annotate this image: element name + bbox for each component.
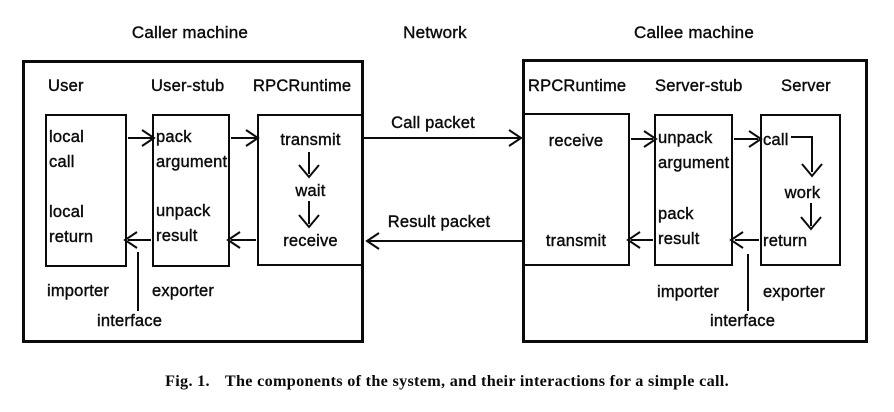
callee-importer-label: importer <box>657 283 720 301</box>
server-stub-box <box>654 114 733 266</box>
arrow-userstub-to-rpccaller <box>231 129 260 147</box>
rpc-caller-transmit-label: transmit <box>280 131 341 149</box>
server-stub-line: result <box>658 230 700 248</box>
user-box-line: call <box>49 153 75 171</box>
user-box <box>45 114 127 267</box>
server-call-label: call <box>763 131 789 149</box>
user-box-line: local <box>49 128 84 146</box>
user-stub-unpack-text: unpack result <box>156 199 211 249</box>
caller-interface-label: interface <box>97 312 163 330</box>
user-stub-line: unpack <box>156 202 211 220</box>
callee-interface-label: interface <box>710 312 776 330</box>
arrow-serverstub-to-rpccallee <box>626 231 653 249</box>
server-return-label: return <box>763 232 808 250</box>
server-stub-line: pack <box>658 205 694 223</box>
call-packet-arrow <box>364 129 523 147</box>
arrow-call-to-work <box>791 136 823 178</box>
arrow-rpccaller-to-userstub <box>226 231 256 249</box>
result-packet-arrow <box>365 232 522 250</box>
user-box-call-text: local call <box>49 125 84 175</box>
rpc-callee-receive-label: receive <box>548 132 604 150</box>
server-stub-line: argument <box>658 154 730 172</box>
callee-exporter-label: exporter <box>763 283 826 301</box>
rpcruntime-caller-box <box>257 114 364 266</box>
arrow-serverstub-to-server <box>734 130 763 148</box>
network-title: Network <box>403 23 467 42</box>
user-stub-line: result <box>156 227 198 245</box>
column-header-server-stub: Server-stub <box>655 77 743 95</box>
result-packet-label: Result packet <box>387 213 491 231</box>
column-header-user: User <box>48 77 84 95</box>
user-stub-line: argument <box>156 153 228 171</box>
caller-importer-label: importer <box>47 282 110 300</box>
arrow-user-to-userstub <box>128 129 156 147</box>
figure-caption-text: The components of the system, and their … <box>224 372 729 390</box>
user-box-line: local <box>49 203 84 221</box>
rpcruntime-callee-box <box>522 113 630 266</box>
arrow-transmit-to-wait <box>298 152 320 179</box>
column-header-server: Server <box>781 77 831 95</box>
caller-exporter-label: exporter <box>152 282 215 300</box>
arrow-server-to-serverstub <box>729 231 759 249</box>
arrow-wait-to-receive <box>298 201 320 229</box>
server-stub-line: unpack <box>658 129 713 147</box>
figure-number: Fig. 1. <box>165 372 210 390</box>
user-box-line: return <box>49 228 94 246</box>
server-work-label: work <box>784 184 821 202</box>
user-stub-pack-text: pack argument <box>156 125 228 175</box>
server-box <box>760 114 841 266</box>
call-packet-label: Call packet <box>391 114 475 132</box>
caller-machine-title: Caller machine <box>131 23 249 42</box>
server-stub-unpack-text: unpack argument <box>658 126 730 176</box>
column-header-rpcruntime-callee: RPCRuntime <box>528 77 627 95</box>
arrow-work-to-return <box>800 203 822 231</box>
callee-machine-title: Callee machine <box>634 23 754 42</box>
arrow-rpccallee-to-serverstub <box>631 130 658 148</box>
figure-caption: Fig. 1. The components of the system, an… <box>0 372 894 391</box>
rpc-callee-transmit-label: transmit <box>545 232 607 250</box>
user-stub-box <box>152 114 230 267</box>
rpc-caller-receive-label: receive <box>283 232 338 250</box>
user-box-return-text: local return <box>49 200 94 250</box>
column-header-user-stub: User-stub <box>151 77 225 95</box>
server-stub-pack-text: pack result <box>658 202 700 252</box>
arrow-userstub-to-user <box>123 231 151 249</box>
rpc-caller-wait-label: wait <box>295 182 326 200</box>
user-stub-line: pack <box>156 128 192 146</box>
column-header-rpcruntime-caller: RPCRuntime <box>253 77 352 95</box>
